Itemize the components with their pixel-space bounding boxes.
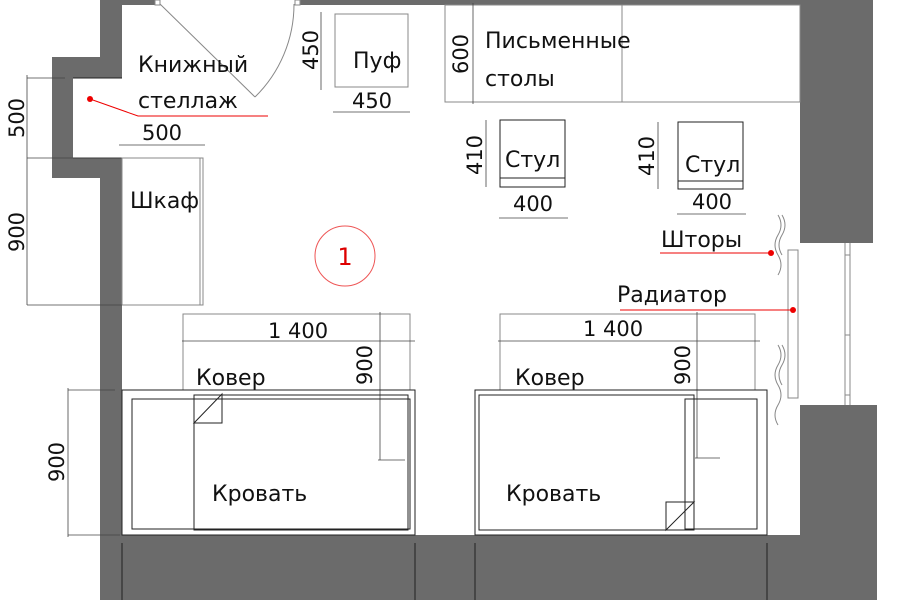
chair-2-width-dim: 400 xyxy=(692,190,732,214)
bed-1-label: Кровать xyxy=(212,482,307,507)
carpet-1-label: Ковер xyxy=(196,366,266,391)
carpet-2-label: Ковер xyxy=(515,366,585,391)
desk-depth-dim: 600 xyxy=(449,34,473,74)
bed-2 xyxy=(474,389,768,536)
desks-label: Письменные xyxy=(485,29,631,54)
bed-width-dim: 900 xyxy=(45,442,69,482)
carpet-2-depth-dim: 900 xyxy=(671,345,695,385)
door xyxy=(154,0,301,98)
curtains-marker xyxy=(768,250,774,256)
chair-2 xyxy=(677,121,744,190)
window xyxy=(844,243,851,405)
chair-2-depth-dim: 410 xyxy=(635,136,659,176)
bookshelf-depth-dim: 500 xyxy=(5,98,29,138)
radiator-marker xyxy=(790,307,796,313)
chair-1-width-dim: 400 xyxy=(513,192,553,216)
bed-2-label: Кровать xyxy=(506,482,601,507)
room-number-circle xyxy=(314,225,376,287)
chair-1 xyxy=(499,119,566,188)
pouf-label: Пуф xyxy=(353,49,401,74)
chair-1-label: Стул xyxy=(505,148,560,173)
radiator-label: Радиатор xyxy=(617,283,727,308)
bookshelf-label-2: стеллаж xyxy=(138,89,238,114)
pouf-height-dim: 450 xyxy=(299,30,323,70)
desks-label-2: столы xyxy=(485,67,555,92)
carpet-1-depth-dim: 900 xyxy=(353,345,377,385)
carpet-1-width-dim: 1 400 xyxy=(268,319,328,343)
wardrobe-length-dim: 900 xyxy=(5,212,29,252)
chair-1-depth-dim: 410 xyxy=(463,135,487,175)
walls xyxy=(52,0,877,600)
curtains-label: Шторы xyxy=(661,228,742,253)
pouf xyxy=(334,13,409,88)
bookshelf-label: Книжный xyxy=(138,53,248,78)
bed-1 xyxy=(121,389,416,536)
carpet-2-width-dim: 1 400 xyxy=(583,317,643,341)
radiator xyxy=(787,249,799,399)
curtains xyxy=(774,214,786,426)
wardrobe xyxy=(121,157,204,306)
chair-2-label: Стул xyxy=(685,153,740,178)
pouf-width-dim: 450 xyxy=(352,89,392,113)
wardrobe-label: Шкаф xyxy=(130,189,199,214)
bookshelf-width-dim: 500 xyxy=(142,121,182,145)
room-number: 1 xyxy=(337,243,352,271)
